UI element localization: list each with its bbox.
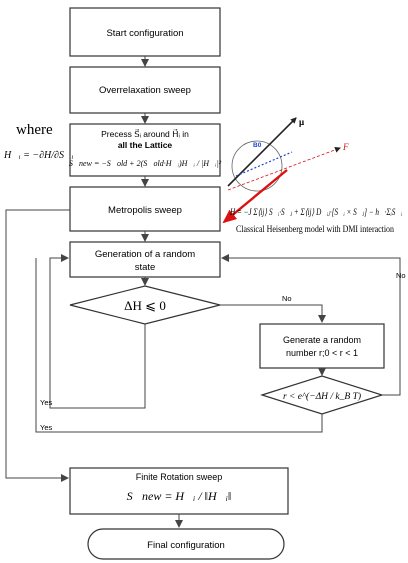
flow-arrow-no-loop-back: [221, 254, 401, 396]
red-pointer-arrow: [222, 169, 288, 224]
random-label-line2: number r;0 < r < 1: [286, 348, 358, 358]
mu-vector: [227, 117, 297, 187]
generate-random-number-box: Generate a random number r;0 < r < 1: [259, 323, 385, 369]
final-configuration-terminal: Final configuration: [87, 528, 285, 560]
start-configuration-box: Start configuration: [69, 7, 221, 57]
flow-arrow-yes-loop-2: [35, 258, 323, 433]
finite-rotation-title: Finite Rotation sweep: [136, 472, 223, 482]
mu-label: μ: [299, 117, 304, 127]
metropolis-sweep-box: Metropolis sweep: [69, 186, 221, 232]
f-label: F: [342, 142, 349, 152]
generation-label-line1: Generation of a random: [95, 249, 195, 260]
decision-boltzmann-label: r < e^(−ΔH / k_B T): [283, 391, 361, 402]
precess-box: Precess S⃗ᵢ around H⃗ᵢ in all the Lattic…: [69, 123, 222, 177]
yes-label-1: Yes: [40, 398, 52, 407]
where-label: where: [16, 122, 53, 138]
no-label-1: No: [282, 294, 292, 303]
no-label-2: No: [396, 271, 406, 280]
flow-arrow-yes-loop-1: [49, 254, 146, 409]
decision-energy-label: ΔH ⩽ 0: [124, 298, 166, 313]
precess-label-line2: all the Lattice: [118, 140, 173, 150]
generation-random-state-box: Generation of a random state: [69, 241, 221, 278]
decision-energy-diamond: ΔH ⩽ 0: [69, 285, 221, 325]
precess-label-line1: Precess S⃗ᵢ around H⃗ᵢ in: [101, 128, 189, 139]
finite-rotation-sweep-box: Finite Rotation sweep S⃗new = H⃗ᵢ / ‖H⃗ᵢ…: [69, 467, 289, 515]
flow-arrow-no-to-random: [220, 304, 326, 323]
hamiltonian-caption: Classical Heisenberg model with DMI inte…: [236, 224, 394, 234]
overrelaxation-sweep-box: Overrelaxation sweep: [69, 66, 221, 114]
precession-circle: [231, 140, 283, 192]
b-label: B0: [253, 142, 262, 149]
generation-label-line2: state: [135, 262, 156, 273]
decision-boltzmann-diamond: r < e^(−ΔH / k_B T): [260, 375, 384, 415]
random-label-line1: Generate a random: [283, 335, 361, 345]
yes-label-2: Yes: [40, 423, 52, 432]
field-definition: H⃗ᵢ = −∂H/∂S⃗ᵢ: [3, 150, 74, 161]
precess-formula: S⃗new = −S⃗old + 2(S⃗old·H⃗ᵢ)H⃗ᵢ / |H⃗ᵢ|…: [69, 159, 222, 168]
finite-rotation-formula: S⃗new = H⃗ᵢ / ‖H⃗ᵢ‖: [127, 489, 232, 503]
hamiltonian-formula: H = −J Σ⟨ij⟩ S⃗ᵢ·S⃗ⱼ + Σ⟨ij⟩ D⃗ᵢⱼ·[S⃗ᵢ ×…: [229, 207, 402, 217]
overrelaxation-sweep-label: Overrelaxation sweep: [99, 85, 191, 96]
metropolis-sweep-label: Metropolis sweep: [108, 205, 182, 216]
spin-precession-diagram: μ F B0: [227, 117, 349, 192]
final-configuration-label: Final configuration: [147, 540, 225, 551]
start-configuration-label: Start configuration: [106, 28, 183, 39]
flow-arrow-metropolis-to-finite: [5, 209, 70, 482]
